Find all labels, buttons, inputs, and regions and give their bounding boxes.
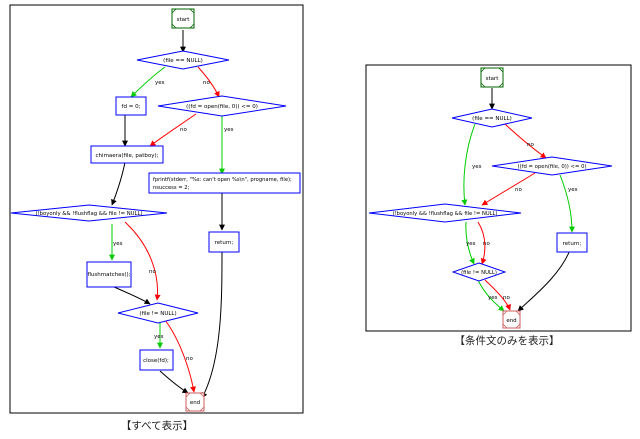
left-node-flushmatches: flushmatches(); bbox=[86, 261, 132, 288]
r-label-null-no: no bbox=[527, 142, 534, 148]
label-notnull-yes: yes bbox=[154, 334, 164, 340]
left-node-close: close(fd); bbox=[139, 349, 174, 371]
r-label-boyonly-no: no bbox=[483, 241, 490, 247]
left-node-fprintf: fprintf(stderr, "%s: can't open %s\n", p… bbox=[148, 172, 301, 194]
flushmatches-label: flushmatches(); bbox=[87, 272, 130, 278]
r-edge-null-yes bbox=[461, 123, 476, 206]
cond-boyonly-label: (!boyonly && !flushflag && file != NULL) bbox=[35, 211, 142, 217]
left-node-end: end bbox=[185, 392, 205, 412]
r-node-start-label: start bbox=[486, 76, 500, 82]
right-flowchart-panel: no yes no yes yes no yes no start (file … bbox=[365, 64, 632, 332]
left-flowchart-panel: yes no no yes yes no yes no start (file … bbox=[9, 4, 304, 414]
r-label-null-yes: yes bbox=[472, 164, 482, 170]
edge-null-no bbox=[197, 66, 220, 98]
edge-null-yes bbox=[130, 66, 166, 98]
r-label-notnull-yes: yes bbox=[488, 295, 498, 301]
edge-close-to-end bbox=[159, 370, 189, 394]
r-label-boyonly-yes: yes bbox=[466, 241, 476, 247]
label-boyonly-no: no bbox=[149, 269, 156, 275]
edge-return-to-end bbox=[201, 249, 223, 399]
node-end-label: end bbox=[190, 400, 200, 406]
r-edge-open-yes bbox=[559, 174, 575, 233]
r-cond-file-not-null-label: (file != NULL) bbox=[461, 270, 497, 276]
label-notnull-no: no bbox=[186, 356, 193, 362]
r-return-label: return; bbox=[563, 241, 582, 247]
r-label-open-no: no bbox=[515, 187, 522, 193]
label-open-no: no bbox=[180, 127, 187, 133]
left-node-cond-open: ((fd = open(file, 0)) <= 0) bbox=[157, 95, 287, 117]
close-label: close(fd); bbox=[143, 358, 169, 364]
r-label-open-yes: yes bbox=[568, 187, 578, 193]
right-node-end: end bbox=[502, 310, 521, 329]
r-edge-notnull-yes bbox=[477, 279, 505, 312]
r-cond-file-null-label: (file == NULL) bbox=[472, 116, 512, 122]
fprintf-line2: nsuccess = 2; bbox=[153, 185, 190, 191]
left-node-start: start bbox=[171, 8, 195, 29]
left-edges bbox=[109, 30, 225, 399]
label-null-yes: yes bbox=[155, 80, 165, 86]
right-panel-frame bbox=[365, 64, 632, 332]
edge-boyonly-no bbox=[124, 221, 161, 301]
right-caption: 【条件文のみを表示】 bbox=[455, 334, 560, 347]
left-node-cond-file-null: (file == NULL) bbox=[136, 50, 230, 70]
right-edges bbox=[461, 88, 575, 312]
r-edge-notnull-no bbox=[484, 279, 511, 311]
left-node-fd-zero: fd = 0; bbox=[115, 96, 147, 116]
right-edge-labels: no yes no yes yes no yes no bbox=[466, 142, 578, 301]
r-cond-open-label: ((fd = open(file, 0)) <= 0) bbox=[517, 164, 586, 170]
fd-zero-label: fd = 0; bbox=[122, 104, 141, 110]
edge-notnull-no bbox=[164, 319, 196, 393]
right-node-cond-file-null: (file == NULL) bbox=[451, 108, 533, 128]
cond-file-null-label: (file == NULL) bbox=[163, 58, 203, 64]
cond-file-not-null-label: (file != NULL) bbox=[139, 311, 176, 317]
right-node-start: start bbox=[480, 67, 504, 88]
return-label: return; bbox=[215, 240, 234, 246]
node-start-label: start bbox=[177, 17, 191, 23]
r-edge-null-no bbox=[504, 123, 547, 159]
r-label-notnull-no: no bbox=[503, 295, 510, 301]
left-node-cond-boyonly: (!boyonly && !flushflag && file != NULL) bbox=[10, 204, 168, 222]
chimaera-label: chimaera(file, patboy); bbox=[96, 153, 159, 159]
right-node-return: return; bbox=[556, 232, 588, 253]
fprintf-line1: fprintf(stderr, "%s: can't open %s\n", p… bbox=[153, 177, 292, 183]
edge-open-no bbox=[149, 113, 197, 147]
r-edge-boyonly-yes bbox=[465, 221, 475, 265]
edge-flush-to-notnull bbox=[111, 285, 151, 305]
label-open-yes: yes bbox=[224, 127, 234, 133]
r-edge-boyonly-no bbox=[477, 221, 487, 265]
left-edge-labels: yes no no yes yes no yes no bbox=[113, 80, 234, 362]
label-null-no: no bbox=[203, 80, 210, 86]
left-node-cond-file-not-null: (file != NULL) bbox=[117, 302, 199, 324]
right-node-cond-open: ((fd = open(file, 0)) <= 0) bbox=[491, 156, 613, 176]
r-node-end-label: end bbox=[506, 318, 516, 324]
cond-open-label: ((fd = open(file, 0)) <= 0) bbox=[186, 104, 258, 110]
right-node-cond-boyonly: (!boyonly && !flushflag && file != NULL) bbox=[368, 203, 522, 223]
left-node-chimaera: chimaera(file, patboy); bbox=[90, 145, 164, 164]
right-node-cond-file-not-null: (file != NULL) bbox=[451, 262, 507, 282]
edge-chimaera-to-boyonly bbox=[111, 161, 126, 206]
left-node-return: return; bbox=[208, 231, 240, 253]
r-edge-return-to-end bbox=[517, 249, 571, 312]
r-cond-boyonly-label: (!boyonly && !flushflag && file != NULL) bbox=[393, 211, 498, 217]
label-boyonly-yes: yes bbox=[113, 241, 123, 247]
r-edge-open-no bbox=[481, 172, 536, 206]
left-caption: 【すべて表示】 bbox=[121, 419, 193, 432]
